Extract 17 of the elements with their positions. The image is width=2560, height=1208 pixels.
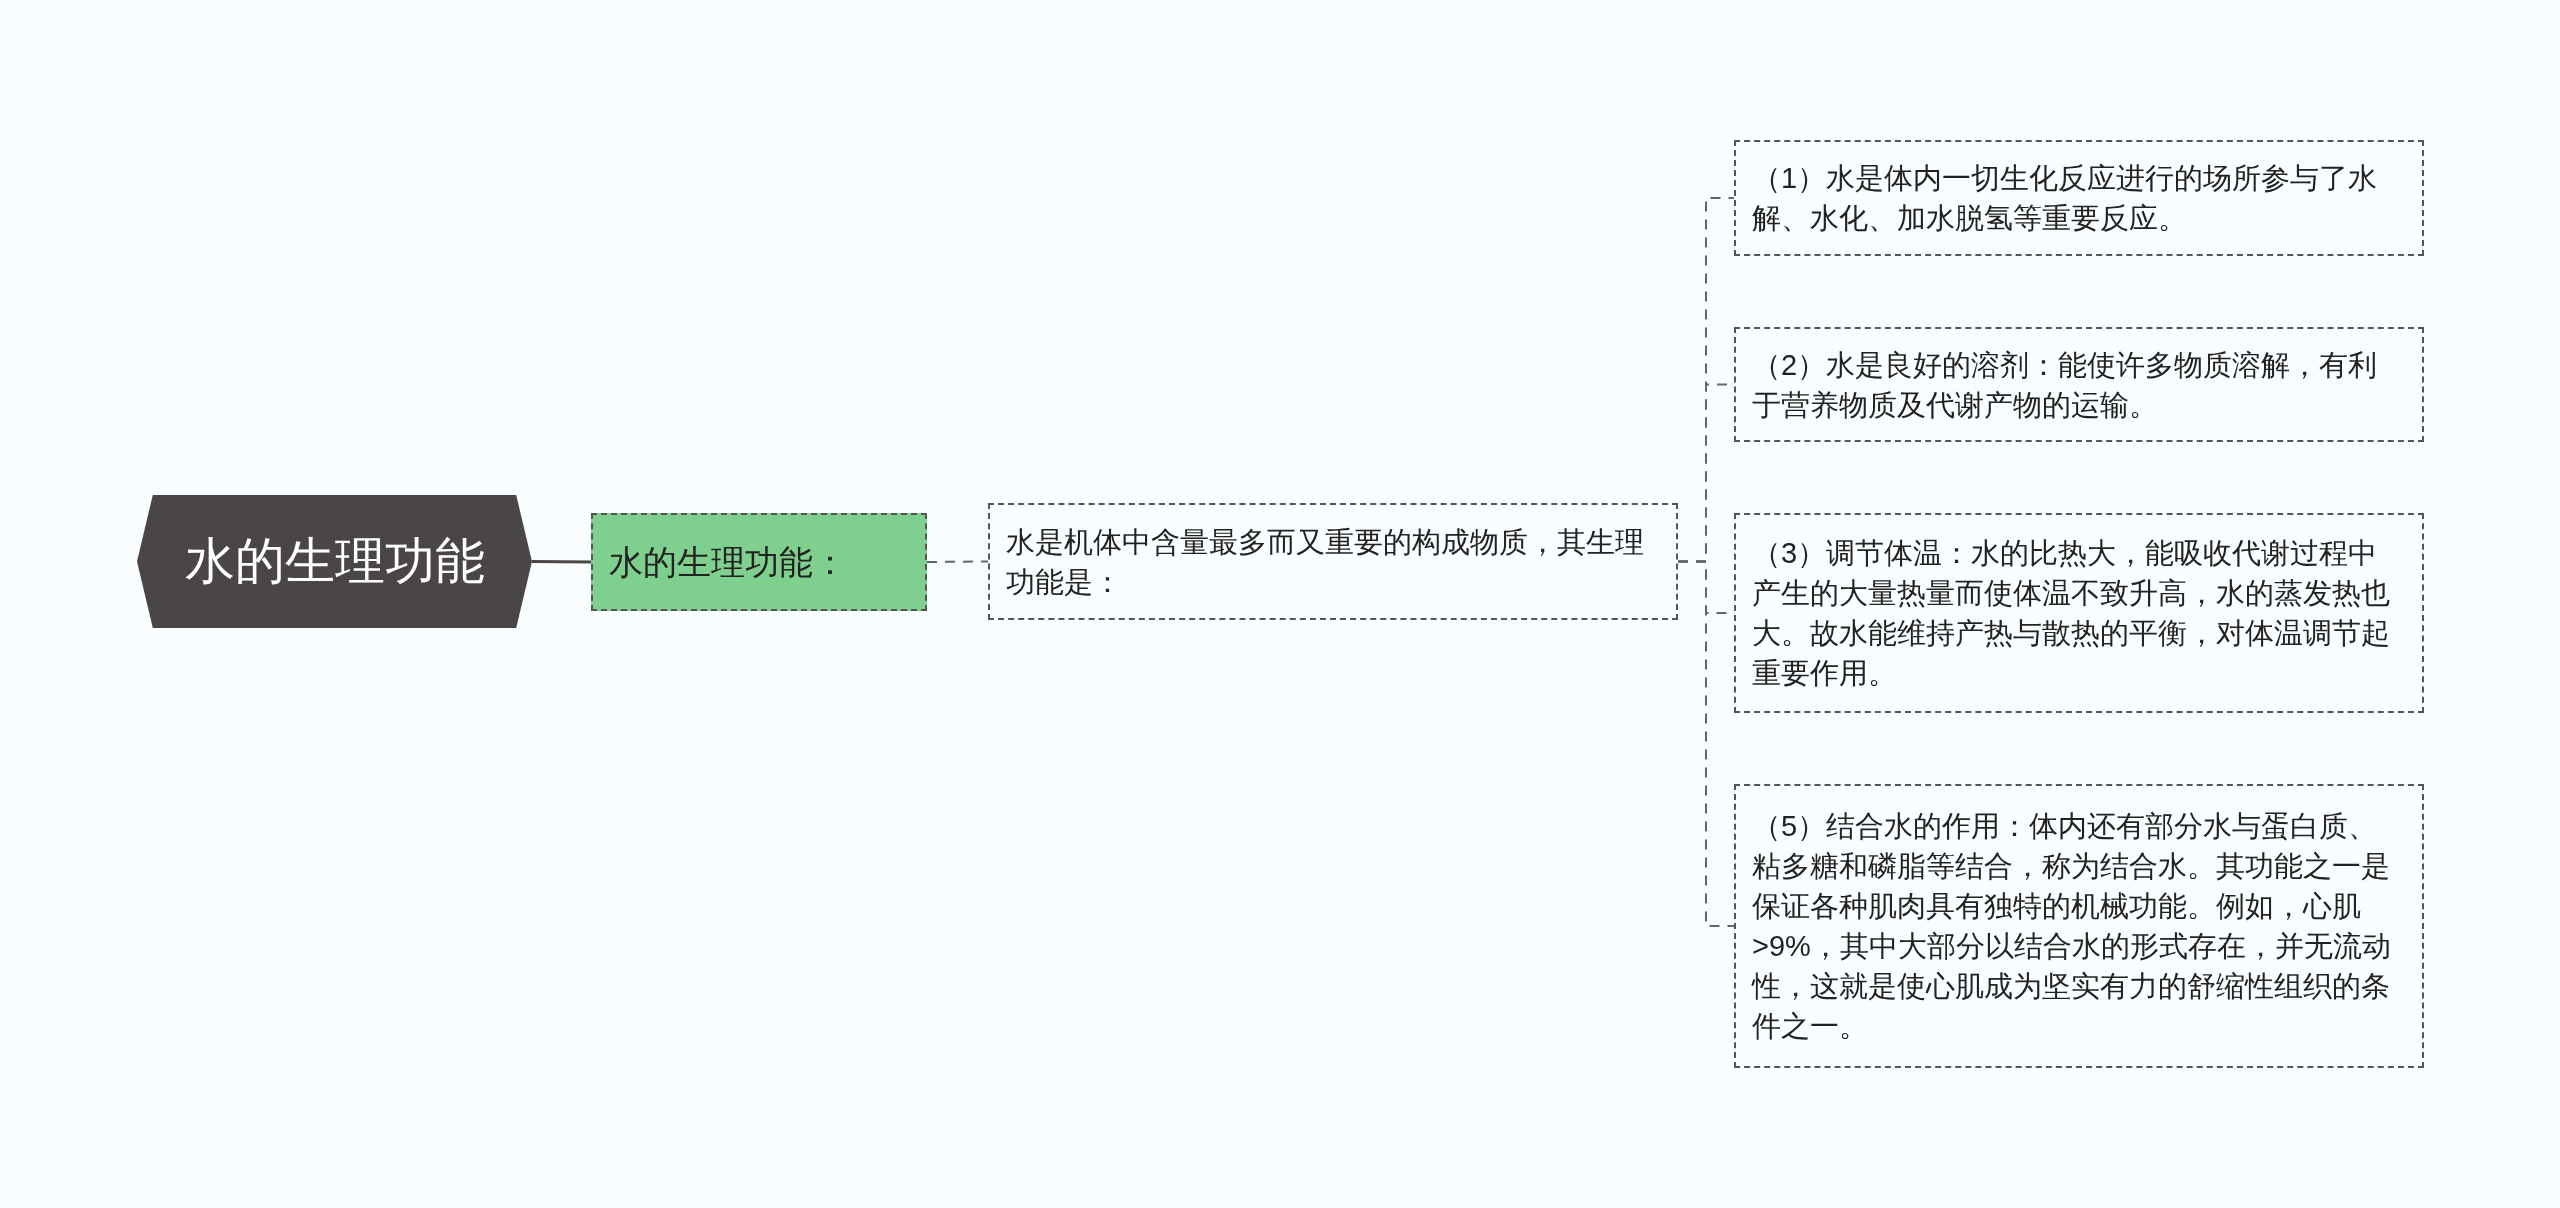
connector-line (532, 560, 591, 564)
subtopic-box (988, 503, 1678, 620)
node-text: （2）水是良好的溶剂：能使许多物质溶解，有利于营养物质及代谢产物的运输。 (1752, 347, 2379, 423)
detail-box (1734, 784, 2424, 1068)
connector-line (1677, 560, 1735, 927)
node-text: （5）结合水的作用：体内还有部分水与蛋白质、粘多糖和磷脂等结合，称为结合水。其功能之一是保证各种肌肉具有独特的机械功能。例如，心肌>9%，其中大部分以结合水的形式存在，并无流动性，这就是使心肌成为坚实有力的舒缩性组织的条件之一。 (1752, 809, 2392, 1044)
node-text: （3）调节体温：水的比热大，能吸收代谢过程中产生的大量热量而使体温不致升高，水的蒸发热也大。故水能维持产热与散热的平衡，对体温调节起重要作用。 (1752, 536, 2391, 691)
root-topic-hexagon (137, 495, 532, 628)
detail-box (1734, 140, 2424, 256)
connector-line (926, 560, 989, 563)
detail-box (1734, 513, 2424, 713)
node-text: （1）水是体内一切生化反应进行的场所参与了水解、水化、加水脱氢等重要反应。 (1752, 161, 2379, 236)
detail-box (1734, 327, 2424, 442)
node-text: 水的生理功能 (183, 532, 486, 591)
node-text: 水的生理功能： (609, 541, 848, 583)
topic-box (591, 513, 927, 611)
node-text: 水是机体中含量最多而又重要的构成物质，其生理功能是： (1006, 524, 1645, 600)
